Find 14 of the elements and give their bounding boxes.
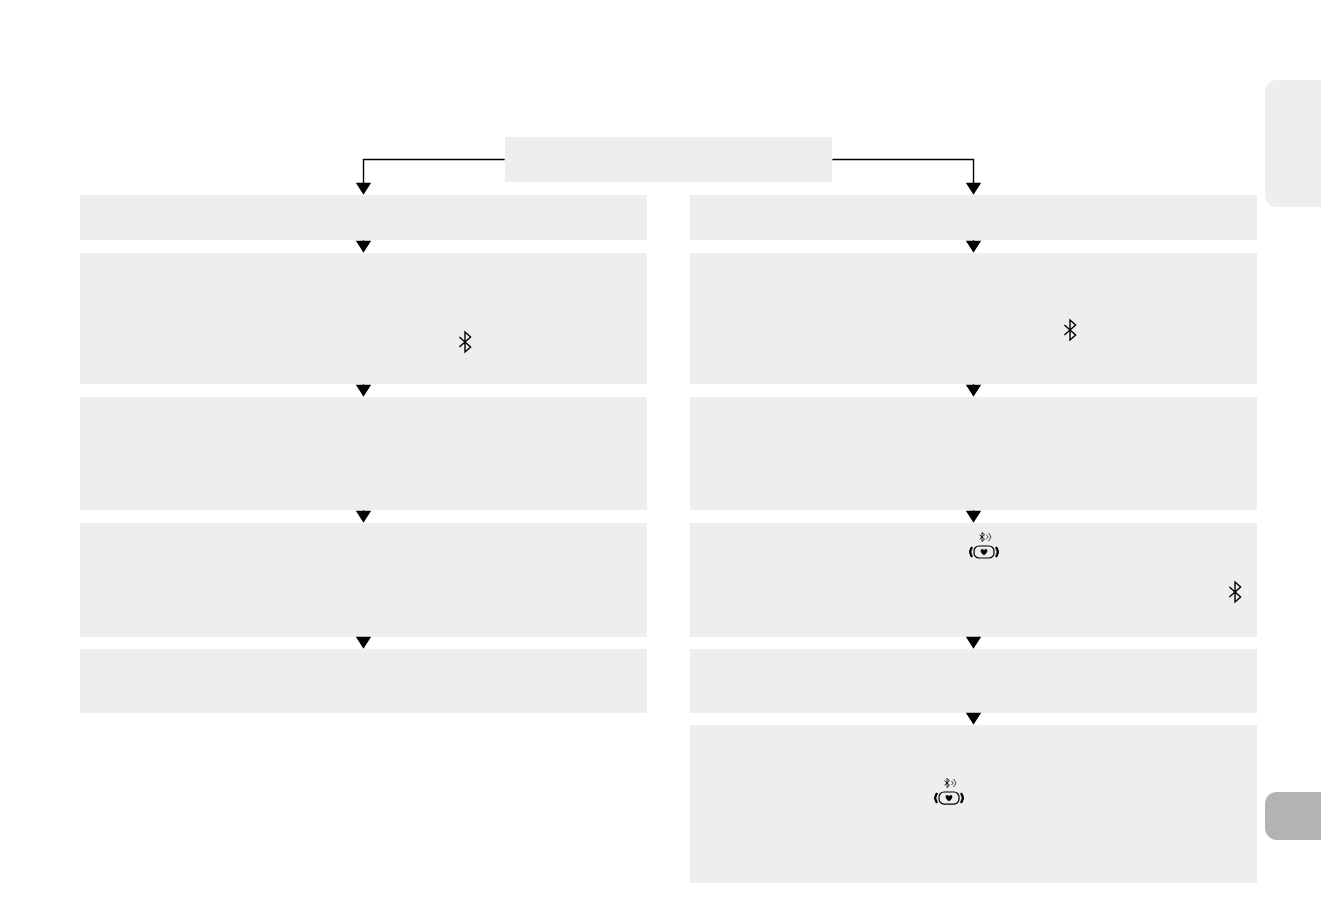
- process-box: [505, 137, 832, 182]
- process-box: [80, 253, 647, 384]
- arrow: [831, 158, 982, 195]
- process-box: [690, 725, 1257, 883]
- process-box: [690, 649, 1257, 713]
- process-box: [690, 195, 1257, 240]
- process-box: [690, 397, 1257, 510]
- process-box: [80, 397, 647, 510]
- process-box: [80, 195, 647, 240]
- process-box: [80, 649, 647, 713]
- page-tab: [1265, 792, 1321, 840]
- process-box: [690, 253, 1257, 384]
- process-box: [690, 523, 1257, 637]
- process-box: [80, 523, 647, 637]
